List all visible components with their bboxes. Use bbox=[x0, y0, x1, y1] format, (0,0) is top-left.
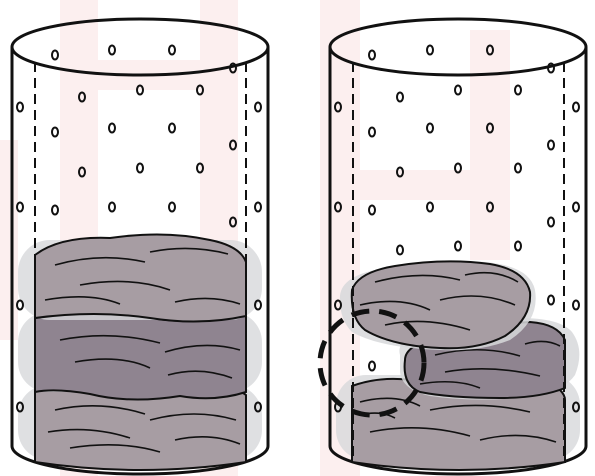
left-cylinder bbox=[10, 17, 270, 476]
left-cylinder-top-front bbox=[10, 46, 270, 77]
left-bubbles bbox=[16, 44, 262, 413]
left-layer-bottom bbox=[18, 383, 262, 471]
right-layer-upper bbox=[339, 260, 536, 351]
right-bubbles bbox=[334, 44, 580, 413]
right-cylinder-top-back bbox=[328, 17, 588, 48]
left-cylinder-top-back bbox=[10, 17, 270, 48]
left-layer-middle bbox=[18, 312, 262, 401]
left-layer-top bbox=[18, 233, 262, 323]
right-cylinder-top-front bbox=[328, 46, 588, 77]
left-cylinder-body bbox=[10, 47, 270, 476]
right-cylinder-body bbox=[328, 47, 588, 476]
right-cylinder bbox=[317, 17, 588, 476]
gap-highlight-circle bbox=[317, 308, 427, 418]
